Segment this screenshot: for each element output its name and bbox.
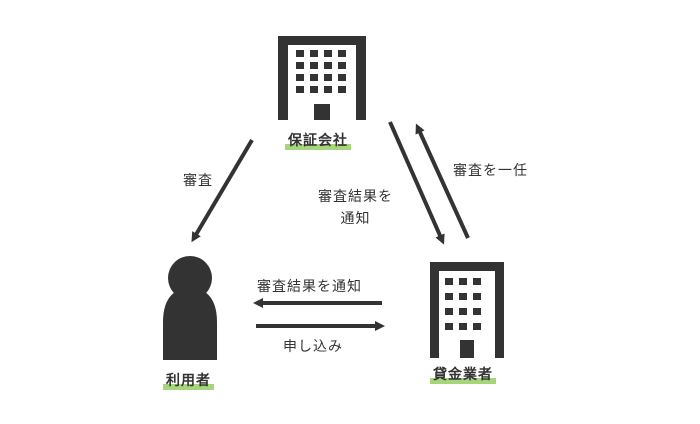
arrow-guarantor-to-user <box>191 138 254 243</box>
lender-label: 貸金業者 <box>430 364 496 384</box>
user-label: 利用者 <box>163 370 214 390</box>
guarantor-label: 保証会社 <box>285 130 351 150</box>
edge-label-guarantor-to-user: 審査 <box>183 173 213 189</box>
arrow-lender-to-guarantor <box>415 123 470 239</box>
edge-label-user-to-lender: 申し込み <box>283 339 343 355</box>
edge-label-lender-to-guarantor: 審査を一任 <box>453 163 528 179</box>
guarantor-building-icon <box>278 36 366 120</box>
edge-label-guarantor-to-lender: 審査結果を 通知 <box>318 189 393 227</box>
lender-building-icon <box>430 262 504 358</box>
user-silhouette-icon <box>163 256 217 360</box>
edge-label-lender-to-user: 審査結果を通知 <box>257 279 362 295</box>
arrow-guarantor-to-lender <box>388 121 445 245</box>
